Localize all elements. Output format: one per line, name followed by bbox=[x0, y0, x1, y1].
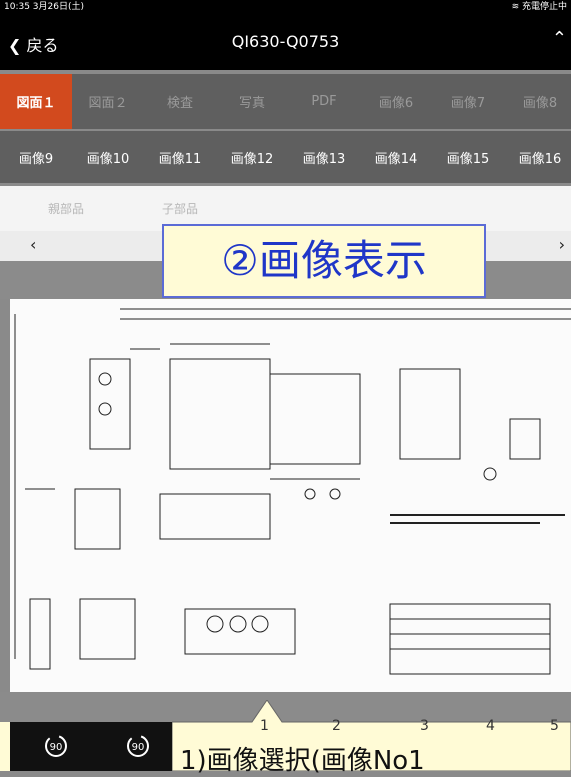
nav-bar: ❮ 戻る QI630-Q0753 ⌃ bbox=[0, 14, 571, 70]
parts-row: 親部品 子部品 bbox=[0, 186, 571, 231]
image-display-callout: ②画像表示 bbox=[162, 224, 486, 298]
tab-row-1: 図面１ 図面２ 検査 写真 PDF 画像6 画像7 画像8 bbox=[0, 74, 571, 129]
status-bar: 10:35 3月26日(土) ≋ 充電停止中 bbox=[0, 0, 571, 14]
tab-image-11[interactable]: 画像11 bbox=[158, 151, 202, 167]
prev-image-button[interactable]: ‹ bbox=[30, 235, 37, 254]
tab-inspection[interactable]: 検査 bbox=[166, 96, 193, 111]
back-label: 戻る bbox=[26, 36, 59, 55]
note-number-5: 5 bbox=[550, 718, 559, 734]
next-image-button[interactable]: › bbox=[558, 235, 565, 254]
rotate-right-label: 90 bbox=[132, 742, 145, 753]
tab-row-2: 画像9 画像10 画像11 画像12 画像13 画像14 画像15 画像16 bbox=[0, 131, 571, 183]
rotate-left-label: 90 bbox=[50, 742, 63, 753]
chevron-up-icon[interactable]: ⌃ bbox=[551, 28, 567, 49]
viewer-footer-band bbox=[0, 692, 571, 722]
note-number-4: 4 bbox=[486, 718, 495, 734]
child-part-link[interactable]: 子部品 bbox=[162, 202, 199, 216]
status-battery: ≋ 充電停止中 bbox=[512, 0, 567, 14]
rotate-right-icon: 90 bbox=[127, 735, 149, 757]
page-title: QI630-Q0753 bbox=[231, 32, 340, 51]
chevron-left-icon: ❮ bbox=[8, 36, 22, 55]
rotate-left-icon: 90 bbox=[45, 735, 67, 757]
note-edge bbox=[0, 722, 10, 771]
tab-image-12[interactable]: 画像12 bbox=[230, 151, 274, 167]
note-number-1: 1 bbox=[260, 718, 269, 734]
tab-image-14[interactable]: 画像14 bbox=[374, 151, 418, 167]
back-button[interactable]: ❮ 戻る bbox=[8, 32, 59, 56]
drawing-image[interactable] bbox=[10, 299, 571, 692]
tab-image-16[interactable]: 画像16 bbox=[518, 151, 562, 167]
tab-image-7[interactable]: 画像7 bbox=[450, 96, 486, 111]
instruction-note-text: 1)画像選択(画像No1 bbox=[180, 746, 425, 776]
tab-image-13[interactable]: 画像13 bbox=[302, 151, 346, 167]
tab-image-9[interactable]: 画像9 bbox=[18, 151, 54, 167]
technical-drawing bbox=[14, 308, 571, 675]
wifi-icon: ≋ bbox=[511, 2, 520, 12]
tab-image-10[interactable]: 画像10 bbox=[86, 151, 130, 167]
instruction-note-box bbox=[172, 700, 571, 771]
tab-pdf[interactable]: PDF bbox=[311, 94, 337, 109]
tab-image-6[interactable]: 画像6 bbox=[378, 96, 414, 111]
note-number-2: 2 bbox=[332, 718, 341, 734]
tab-drawing-1[interactable]: 図面１ bbox=[0, 74, 72, 129]
battery-status-text: 充電停止中 bbox=[521, 2, 567, 12]
parent-part-link[interactable]: 親部品 bbox=[48, 202, 85, 216]
note-number-3: 3 bbox=[420, 718, 429, 734]
tab-image-8[interactable]: 画像8 bbox=[522, 96, 558, 111]
tab-image-15[interactable]: 画像15 bbox=[446, 151, 490, 167]
tab-drawing-2[interactable]: 図面２ bbox=[88, 96, 128, 111]
rotate-right-90-button[interactable]: 90 bbox=[110, 724, 166, 770]
rotate-left-90-button[interactable]: 90 bbox=[28, 724, 84, 770]
status-time: 10:35 3月26日(土) bbox=[4, 2, 84, 12]
tab-photo[interactable]: 写真 bbox=[238, 96, 265, 111]
